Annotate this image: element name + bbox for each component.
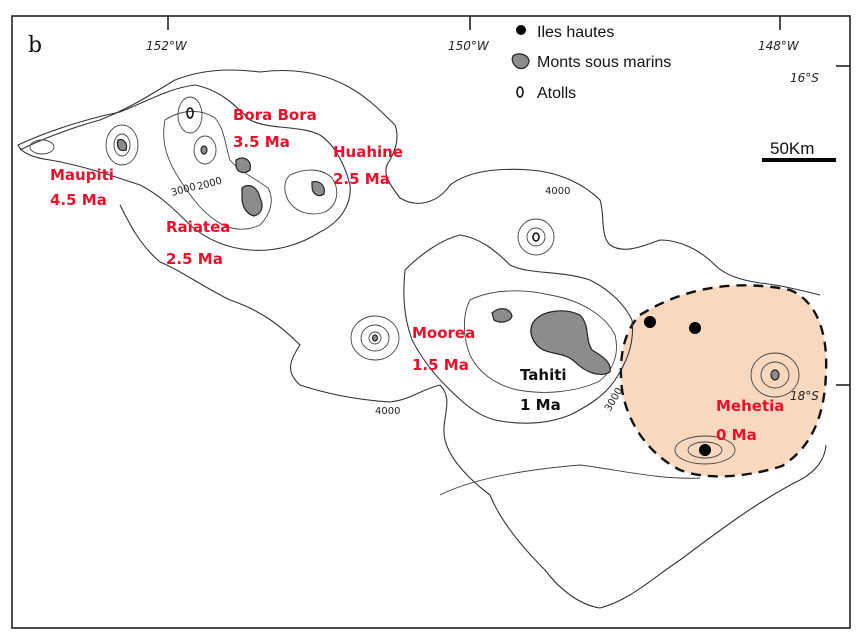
lon-148w: 148°W: [758, 39, 800, 53]
maupiti-name: Maupiti: [50, 166, 114, 184]
maupiti-shape: [116, 139, 128, 152]
legend-seamount-label: Monts sous marins: [537, 54, 671, 71]
legend-atoll-icon: [516, 86, 524, 98]
tahiti-shape: [530, 310, 611, 375]
hotspot-zone: [619, 284, 828, 478]
atoll-north-tahiti: [532, 232, 540, 242]
legend: Iles hautes Monts sous marins Atolls: [511, 24, 671, 102]
huahine-age: 2.5 Ma: [333, 170, 390, 188]
moorea-shape: [491, 308, 513, 323]
moorea-name: Moorea: [412, 324, 475, 342]
tahiti-age: 1 Ma: [520, 396, 561, 414]
bora-bora-name: Bora Bora: [233, 106, 317, 124]
high-island-dot-2: [689, 322, 701, 334]
mehetia-atoll: [770, 369, 780, 381]
atoll-bora-north: [186, 107, 194, 119]
bora-bora-age: 3.5 Ma: [233, 133, 290, 151]
raiatea-age: 2.5 Ma: [166, 250, 223, 268]
lat-18s: 18°S: [790, 389, 819, 403]
contour-huahine: [284, 169, 338, 215]
contour-2000-leeward: [163, 111, 272, 230]
contour-3000-tahiti: [403, 234, 634, 424]
contour-2000-tahiti: [463, 290, 617, 393]
legend-high-island-icon: [516, 25, 526, 35]
contour-inner-south: [439, 464, 701, 496]
raiatea-shape: [241, 185, 263, 217]
huahine-name: Huahine: [333, 143, 403, 161]
tahiti-name: Tahiti: [520, 366, 567, 384]
contour-3000-leeward: [17, 84, 351, 251]
lon-152w: 152°W: [146, 39, 188, 53]
contour-4000-west: [19, 69, 821, 296]
west-moorea-atoll: [371, 334, 379, 342]
southern-rings: [674, 435, 736, 465]
west-moorea-rings: [350, 315, 400, 361]
north-tahiti-rings: [517, 218, 555, 256]
depth-label-4000-north: 4000: [545, 186, 570, 197]
depth-label-4000-south: 4000: [375, 406, 400, 417]
huahine-shape: [311, 181, 325, 197]
maupiti-age: 4.5 Ma: [50, 191, 107, 209]
scale-bar: 50Km: [762, 139, 836, 162]
mehetia-name: Mehetia: [716, 397, 784, 415]
bora-bora-shape: [235, 157, 251, 174]
legend-atoll-label: Atolls: [537, 85, 576, 102]
legend-seamount-icon: [511, 53, 530, 70]
panel-label: b: [28, 33, 42, 58]
high-island-dot-1: [644, 316, 656, 328]
contour-4000-south: [119, 204, 827, 609]
lon-150w: 150°W: [448, 39, 490, 53]
moorea-age: 1.5 Ma: [412, 356, 469, 374]
high-island-dot-3: [699, 444, 711, 456]
bora-bora-seamount-small: [200, 145, 208, 155]
maupiti-rings: [105, 124, 139, 166]
mehetia-rings: [750, 352, 800, 398]
legend-high-island-label: Iles hautes: [537, 24, 614, 41]
scale-label: 50Km: [770, 139, 814, 158]
western-atoll-ring: [29, 139, 55, 155]
mehetia-age: 0 Ma: [716, 426, 757, 444]
lat-16s: 16°S: [790, 71, 819, 85]
raiatea-name: Raiatea: [166, 218, 230, 236]
bora-bora-rings: [177, 96, 217, 165]
